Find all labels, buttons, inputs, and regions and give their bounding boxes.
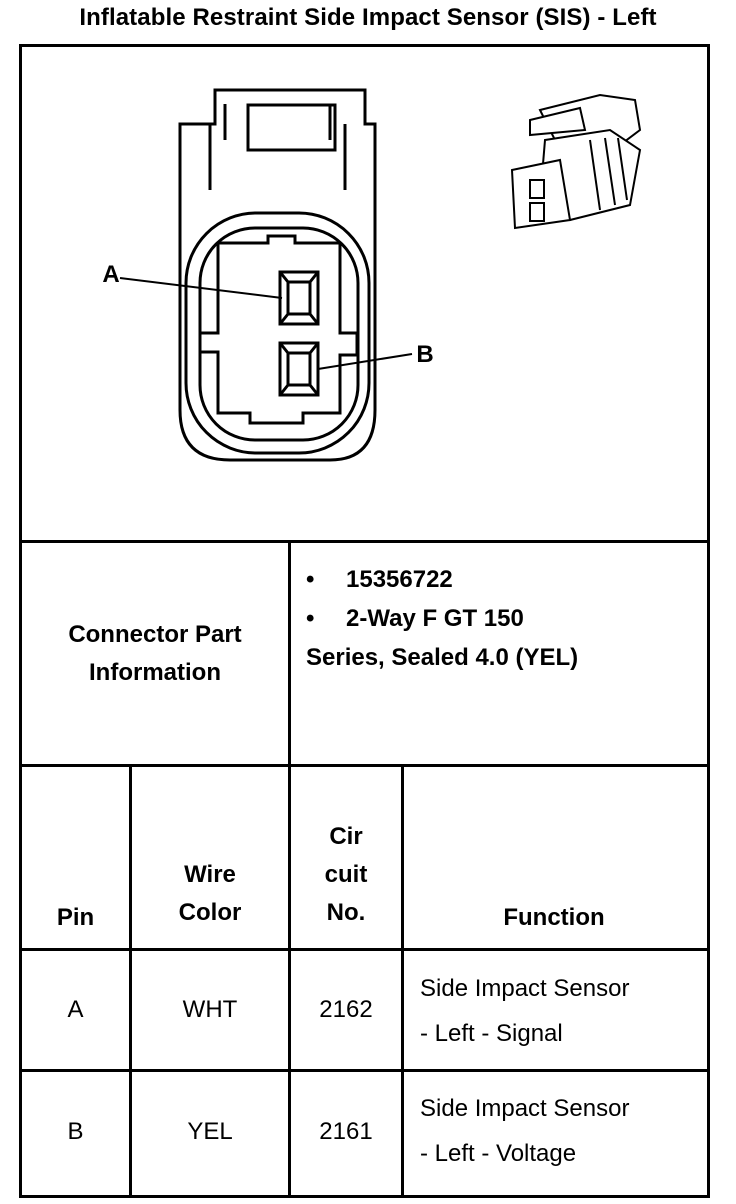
- connector-description-line1: 2-Way F GT 150: [346, 605, 524, 632]
- divider-col-1: [129, 764, 132, 1195]
- connector-seal-inner: [198, 226, 360, 442]
- leader-line-a: [119, 277, 283, 299]
- header-wire-color: Wire Color: [132, 767, 288, 948]
- row-b-pin: B: [67, 1118, 84, 1145]
- header-circuit-no: Cir cuit No.: [291, 767, 401, 948]
- row-b-function-line1: Side Impact Sensor: [420, 1095, 630, 1122]
- header-wire-color-line1: Wire: [184, 861, 236, 888]
- row-b-function: Side Impact Sensor - Left - Voltage: [420, 1086, 629, 1176]
- header-pin: Pin: [56, 904, 95, 931]
- connector-description-line2: Series, Sealed 4.0 (YEL): [306, 644, 579, 671]
- header-circuit-line3: No.: [326, 899, 366, 926]
- row-a-function-line1: Side Impact Sensor: [420, 975, 630, 1002]
- connector-part-info: • 15356722 • 2-Way F GT 150 Series, Sealed…: [306, 560, 578, 677]
- connector-part-label: Connector Part Information: [22, 543, 288, 764]
- divider-col-2: [288, 540, 291, 1195]
- row-b-circuit: 2161: [319, 1118, 373, 1145]
- connector-table-frame: [19, 44, 710, 1198]
- terminal-a-cavity: [278, 270, 320, 326]
- bullet-part-number: •: [306, 566, 315, 593]
- row-a-wire-color: WHT: [182, 996, 238, 1023]
- divider-part-info: [19, 764, 707, 767]
- row-a-pin: A: [67, 996, 84, 1023]
- connector-seal-outer: [184, 211, 371, 455]
- row-b-wire-color: YEL: [187, 1118, 233, 1145]
- divider-header: [19, 948, 707, 951]
- divider-diagram: [19, 540, 707, 543]
- row-a-circuit: 2162: [319, 996, 373, 1023]
- part-number: 15356722: [346, 566, 453, 593]
- page-title: Inflatable Restraint Side Impact Sensor …: [79, 4, 657, 31]
- header-function: Function: [503, 904, 605, 931]
- pin-a-callout: A: [102, 261, 120, 288]
- header-circuit-line2: cuit: [324, 861, 368, 888]
- header-circuit-line1: Cir: [329, 823, 363, 850]
- divider-col-3: [401, 764, 404, 1195]
- connector-isometric-picture: [510, 93, 642, 230]
- bullet-description: •: [306, 605, 315, 632]
- connector-part-label-line1: Connector Part: [68, 620, 242, 648]
- pin-b-callout: B: [416, 341, 434, 368]
- row-a-function-line2: - Left - Signal: [420, 1020, 563, 1047]
- connector-diagram: [119, 88, 642, 462]
- terminal-b-cavity: [278, 341, 320, 397]
- divider-row-a: [19, 1069, 707, 1072]
- row-a-function: Side Impact Sensor - Left - Signal: [420, 966, 629, 1056]
- row-b-function-line2: - Left - Voltage: [420, 1140, 577, 1167]
- connector-housing-outline: [178, 88, 377, 462]
- header-wire-color-line2: Color: [178, 899, 242, 926]
- connector-part-label-line2: Information: [89, 658, 221, 686]
- connector-cavity: [198, 234, 359, 425]
- connector-latch: [208, 103, 347, 190]
- leader-line-b: [317, 353, 413, 370]
